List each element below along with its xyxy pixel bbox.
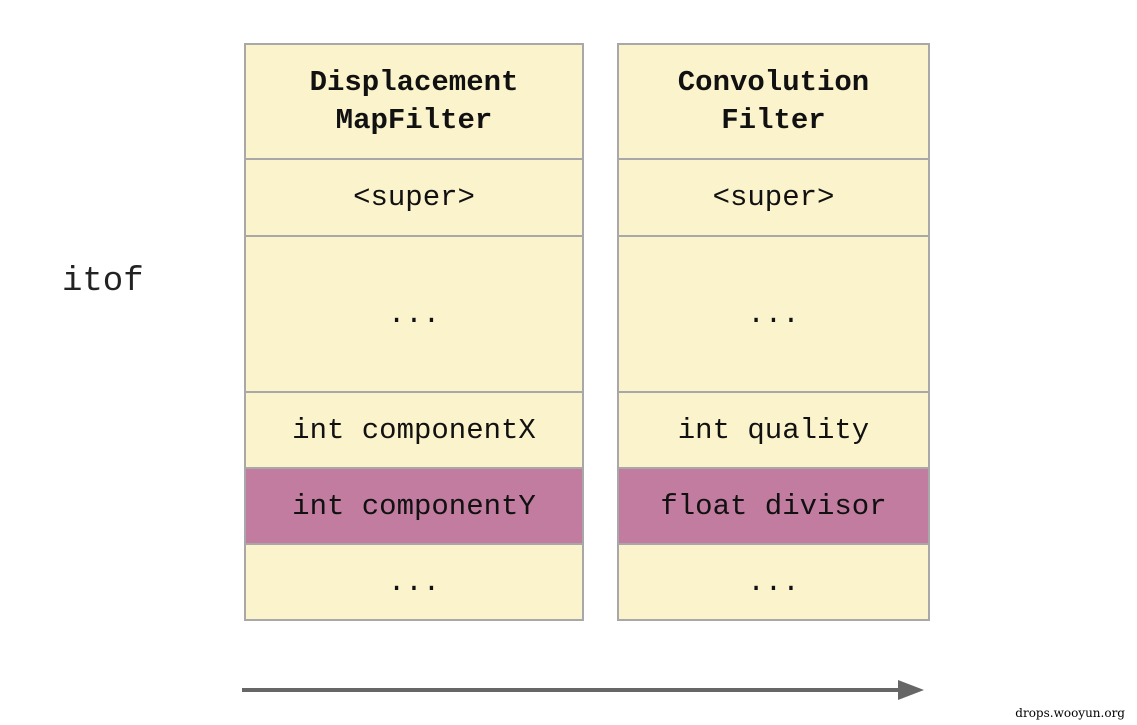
struct-title: Displacement MapFilter bbox=[246, 45, 582, 160]
field-quality: int quality bbox=[619, 393, 928, 469]
field-componentx: int componentX bbox=[246, 393, 582, 469]
struct-title-line1: Displacement bbox=[309, 65, 519, 99]
arrow-head bbox=[898, 680, 924, 700]
struct-title: Convolution Filter bbox=[619, 45, 928, 160]
struct-title-line2: MapFilter bbox=[335, 103, 493, 137]
trailing-ellipsis-field: ... bbox=[747, 565, 800, 599]
ellipsis-field: ... bbox=[619, 237, 928, 393]
super-field: <super> bbox=[246, 160, 582, 237]
trailing-ellipsis-field: ... bbox=[387, 565, 441, 599]
struct-title-line2: Filter bbox=[721, 103, 826, 137]
super-field: <super> bbox=[619, 160, 928, 237]
field-componenty-highlighted: int componentY bbox=[246, 469, 582, 545]
field-divisor-highlighted: float divisor bbox=[619, 469, 928, 545]
struct-displacement-map-filter: Displacement MapFilter <super> ... int c… bbox=[244, 43, 584, 621]
ellipsis-field: ... bbox=[246, 237, 582, 393]
struct-title-line1: Convolution bbox=[677, 65, 870, 99]
itof-label: itof bbox=[62, 263, 144, 301]
right-arrow-icon bbox=[242, 680, 924, 700]
struct-convolution-filter: Convolution Filter <super> ... int quali… bbox=[617, 43, 930, 621]
watermark: drops.wooyun.org bbox=[1015, 706, 1125, 720]
